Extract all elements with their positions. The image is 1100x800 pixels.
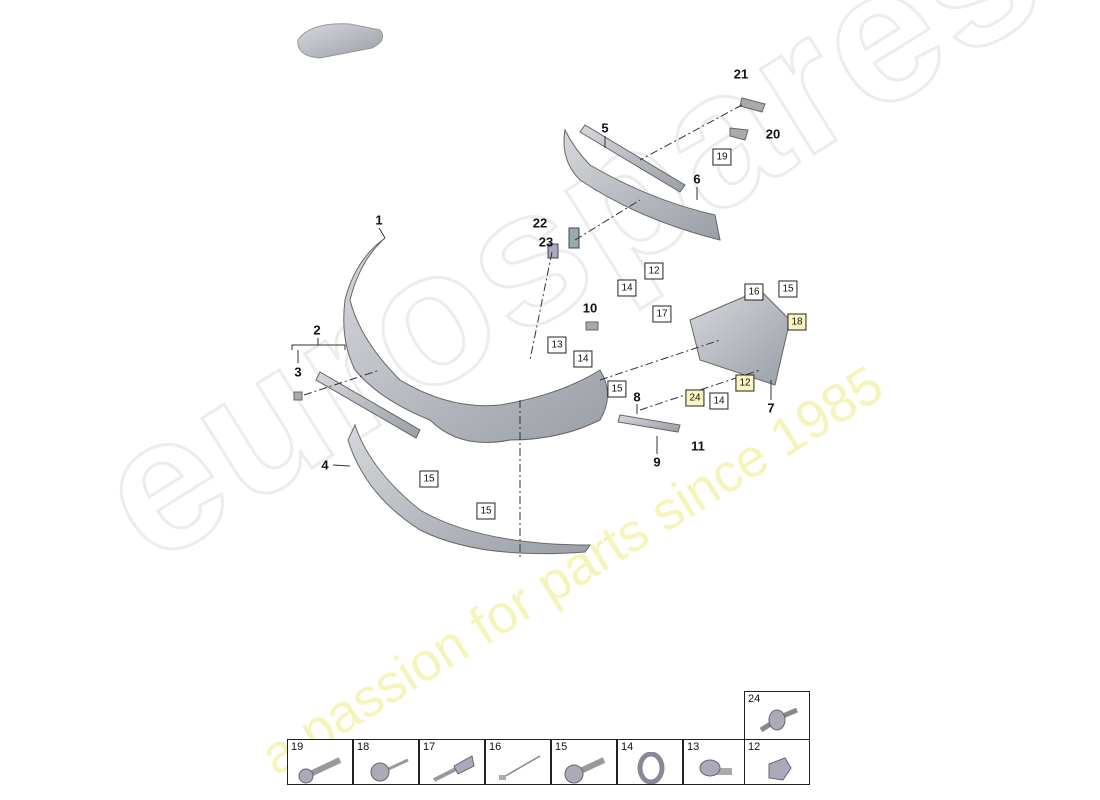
grille [563,128,721,241]
lower-spoiler [347,423,591,555]
legend-cell-14: 14 [617,739,683,785]
legend-cell-17: 17 [419,739,485,785]
callout-23: 23 [538,234,554,250]
mounting-clip-icon [699,759,732,777]
callout-box-13: 13 [547,336,567,354]
expanding-rivet-icon [759,707,798,733]
callout-box-24: 24 [685,389,705,407]
callout-1: 1 [375,212,383,228]
legend-cell-12: 12 [744,739,810,785]
legend-cell-18: 18 [353,739,419,785]
callout-box-14: 14 [617,279,637,297]
callout-11: 11 [691,438,705,454]
trim-strip [315,371,421,439]
callout-7: 7 [767,400,775,416]
callout-21: 21 [733,66,749,82]
cable-tie-icon [499,755,541,780]
callout-box-15: 15 [778,280,798,298]
nut-ring-icon [637,752,665,784]
callout-2: 2 [313,322,321,338]
callout-box-16: 16 [744,283,764,301]
screw-icon [298,757,342,784]
callout-4: 4 [321,457,329,473]
callout-box-14: 14 [573,350,593,368]
vehicle-thumbnail [297,23,384,59]
callout-box-15: 15 [607,380,627,398]
flange-screw-icon [564,757,606,784]
callout-box-12: 12 [644,262,664,280]
callout-box-18: 18 [787,313,807,331]
callout-20: 20 [765,126,781,142]
legend-cell-16: 16 [485,739,551,785]
clip-nut-icon [370,758,409,782]
callout-9: 9 [653,454,661,470]
legend-cell-15: 15 [551,739,617,785]
expanding-rivet-icon [433,755,475,782]
callout-box-15: 15 [476,502,496,520]
callout-5: 5 [601,120,609,136]
callout-10: 10 [582,300,598,316]
air-guide [689,289,791,386]
inner-grille [617,414,681,433]
callout-22: 22 [532,215,548,231]
bumper-cover [343,237,608,443]
callout-6: 6 [693,171,701,187]
clip-icon [768,757,792,781]
legend-cell-13: 13 [683,739,749,785]
callout-box-14: 14 [709,392,729,410]
callout-8: 8 [633,389,641,405]
callout-box-12: 12 [735,374,755,392]
grille-trim [579,124,686,193]
callout-box-15: 15 [419,470,439,488]
callout-box-17: 17 [652,305,672,323]
legend-cell-19: 19 [287,739,353,785]
callout-box-19: 19 [712,148,732,166]
legend-cell-24: 24 [744,691,810,740]
bracket [293,391,303,401]
callout-3: 3 [294,364,302,380]
